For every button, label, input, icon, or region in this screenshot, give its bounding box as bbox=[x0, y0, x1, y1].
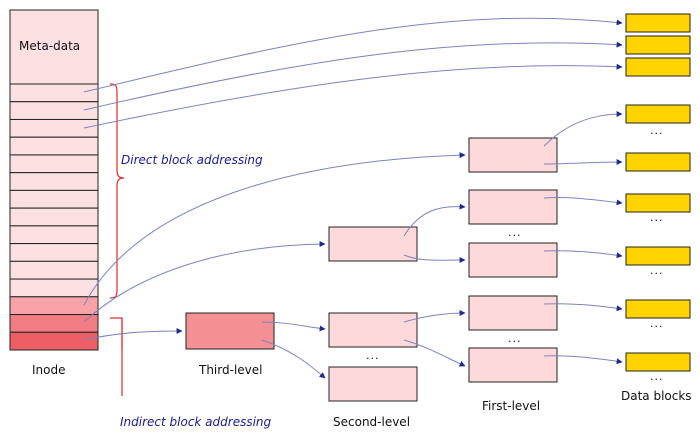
arrow-single-indirect bbox=[83, 152, 466, 306]
direct-addressing-label: Direct block addressing bbox=[121, 153, 263, 167]
arrow-third-to-second-2 bbox=[261, 339, 326, 379]
inode-slot bbox=[9, 296, 99, 316]
inode-slot bbox=[9, 136, 99, 156]
arrows bbox=[83, 17, 623, 379]
arrow-direct-3 bbox=[83, 63, 623, 129]
inode-slot bbox=[9, 101, 99, 120]
arrow-third-to-second-1 bbox=[261, 321, 326, 332]
arrow-first-to-data-3 bbox=[543, 196, 623, 206]
data-block-6 bbox=[625, 193, 691, 213]
data-block-1 bbox=[625, 13, 691, 33]
metadata-label: Meta-data bbox=[19, 39, 81, 53]
arrow-direct-2 bbox=[83, 41, 623, 111]
inode-slot bbox=[9, 207, 99, 227]
arrow-second-to-first-4 bbox=[403, 339, 466, 367]
data-block-2 bbox=[625, 35, 691, 55]
data-blocks-label: Data blocks bbox=[621, 389, 692, 403]
data-block-9 bbox=[625, 352, 691, 372]
first-level-block-4 bbox=[468, 295, 558, 331]
first-level-block-3 bbox=[468, 242, 558, 278]
ellipsis-data-2: ... bbox=[650, 211, 664, 224]
inode-slot bbox=[9, 189, 99, 209]
ellipsis-data-5: ... bbox=[650, 370, 664, 383]
inode-slot bbox=[9, 278, 99, 298]
arrow-first-to-data-1 bbox=[543, 111, 623, 147]
second-level-block-top bbox=[328, 226, 418, 262]
arrow-second-to-first-2 bbox=[403, 254, 466, 264]
inode-slots bbox=[9, 83, 99, 351]
arrow-first-to-data-5 bbox=[543, 303, 623, 312]
data-block-4 bbox=[625, 104, 691, 124]
ellipsis-second: ... bbox=[366, 349, 380, 362]
arrow-direct-1 bbox=[83, 17, 623, 93]
direct-brace bbox=[109, 83, 125, 299]
ellipsis-data-1: ... bbox=[650, 124, 664, 137]
arrow-second-to-first-3 bbox=[403, 310, 466, 323]
data-block-8 bbox=[625, 299, 691, 319]
arrow-triple-indirect bbox=[83, 328, 183, 341]
second-level-block-mid bbox=[328, 312, 418, 348]
inode-metadata-block bbox=[9, 9, 99, 85]
inode-label: Inode bbox=[32, 363, 66, 377]
inode-slot bbox=[9, 331, 99, 351]
arrow-first-to-data-6 bbox=[543, 355, 623, 365]
ellipsis-first-2: ... bbox=[508, 332, 522, 345]
third-level-label: Third-level bbox=[199, 363, 263, 377]
inode-slot bbox=[9, 225, 99, 245]
second-level-label: Second-level bbox=[333, 415, 411, 429]
second-level-block-bottom bbox=[328, 366, 418, 402]
indirect-addressing-label: Indirect block addressing bbox=[120, 415, 272, 429]
arrow-first-to-data-4 bbox=[543, 250, 623, 259]
data-block-7 bbox=[625, 246, 691, 266]
first-level-block-1 bbox=[468, 137, 558, 173]
arrow-first-to-data-2 bbox=[543, 159, 623, 166]
inode bbox=[9, 9, 99, 351]
third-level-block bbox=[185, 312, 275, 350]
first-level-block-5 bbox=[468, 347, 558, 383]
ellipsis-data-4: ... bbox=[650, 317, 664, 330]
inode-slot bbox=[9, 243, 99, 262]
inode-slot bbox=[9, 260, 99, 280]
inode-slot bbox=[9, 154, 99, 174]
inode-slot bbox=[9, 83, 99, 103]
inode-slot bbox=[9, 314, 99, 333]
ellipsis-data-3: ... bbox=[650, 264, 664, 277]
ellipsis-first-1: ... bbox=[508, 226, 522, 239]
data-block-3 bbox=[625, 57, 691, 77]
first-level-label: First-level bbox=[482, 399, 541, 413]
first-level-block-2 bbox=[468, 189, 558, 225]
arrow-double-indirect bbox=[83, 241, 326, 323]
arrow-second-to-first-1 bbox=[403, 203, 466, 237]
data-block-5 bbox=[625, 152, 691, 172]
inode-slot bbox=[9, 172, 99, 191]
